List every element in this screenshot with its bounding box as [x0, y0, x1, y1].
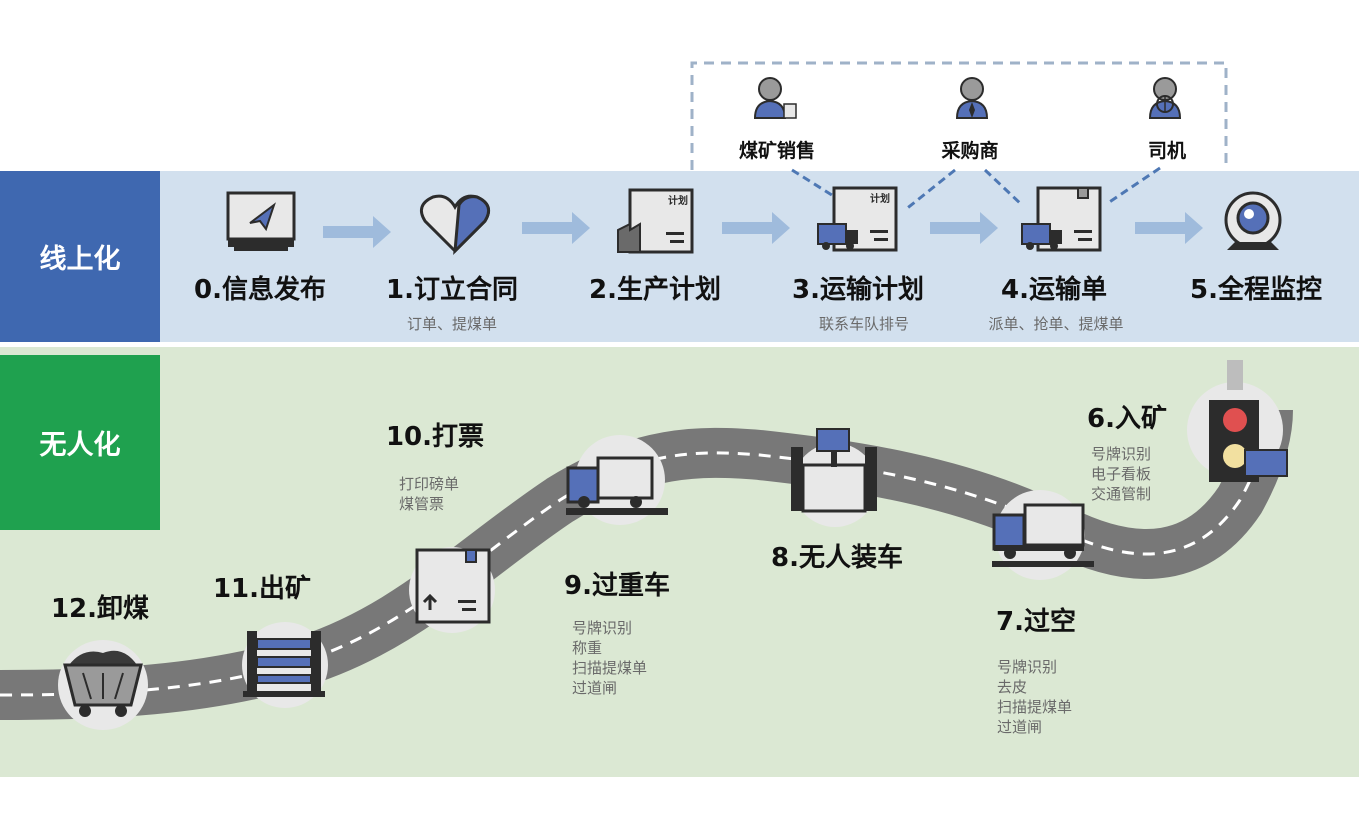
step-title-5: 5.全程监控 — [1190, 275, 1322, 305]
traffic-light-icon — [1187, 360, 1288, 482]
flow-arrows — [323, 212, 1203, 248]
step-sub-3: 联系车队排号 — [818, 315, 910, 333]
step-line: 扫描提煤单 — [572, 659, 648, 677]
coal-cart-icon — [58, 640, 148, 730]
handshake-heart-icon — [419, 194, 491, 255]
step-sub-4: 派单、抢单、提煤单 — [988, 315, 1124, 333]
truck-on-scale-icon — [566, 435, 668, 525]
row-label-unmanned: 无人化 — [0, 355, 160, 530]
truck-icon — [992, 490, 1094, 580]
plan-badge: 计划 — [870, 192, 890, 205]
step-title-1: 1.订立合同 — [386, 275, 518, 305]
step-line: 煤管票 — [399, 495, 445, 513]
webcam-icon — [1224, 191, 1282, 250]
plan-box-truck-icon: 计划 — [817, 186, 898, 252]
step-line: 电子看板 — [1091, 465, 1152, 483]
role-label-buyer: 采购商 — [941, 140, 999, 162]
step-title-6: 6.入矿 — [1087, 404, 1167, 434]
step-sub-1: 订单、提煤单 — [406, 315, 498, 333]
step-lines-6: 号牌识别 电子看板 交通管制 — [1091, 444, 1151, 504]
box-truck-icon — [1021, 186, 1102, 252]
step-lines-9: 号牌识别 称重 扫描提煤单 过道闸 — [572, 618, 647, 698]
step-title-10: 10.打票 — [385, 422, 485, 452]
step-line: 打印磅单 — [399, 475, 460, 493]
ticket-box-icon — [409, 547, 495, 633]
step-title-4: 4.运输单 — [1001, 275, 1107, 305]
step-line: 号牌识别 — [1091, 445, 1152, 463]
step-title-0: 0.信息发布 — [194, 275, 326, 305]
step-title-11: 11.出矿 — [212, 574, 312, 604]
step-lines-10: 打印磅单 煤管票 — [399, 474, 459, 514]
step-line: 去皮 — [997, 678, 1028, 696]
role-label-driver: 司机 — [1147, 140, 1187, 162]
role-connectors — [791, 166, 1161, 212]
step-title-9: 9.过重车 — [564, 571, 670, 601]
monitor-paper-plane-icon — [226, 191, 296, 251]
plan-badge: 计划 — [668, 194, 688, 207]
step-line: 交通管制 — [1091, 485, 1152, 503]
role-label-coal-sales: 煤矿销售 — [738, 140, 816, 162]
step-line: 称重 — [572, 639, 603, 657]
step-line: 号牌识别 — [572, 619, 633, 637]
step-title-12: 12.卸煤 — [50, 594, 150, 624]
step-title-7: 7.过空 — [996, 607, 1076, 637]
loading-station-icon — [791, 428, 877, 527]
step-title-8: 8.无人装车 — [771, 543, 903, 573]
step-line: 过道闸 — [572, 679, 618, 697]
driver-person-icon — [1148, 77, 1182, 119]
coal-sales-person-icon — [753, 77, 797, 119]
step-line: 扫描提煤单 — [997, 698, 1073, 716]
row-label-online: 线上化 — [0, 171, 160, 342]
step-line: 号牌识别 — [997, 658, 1058, 676]
plan-box-factory-icon: 计划 — [617, 188, 694, 254]
step-title-2: 2.生产计划 — [589, 275, 721, 305]
buyer-person-icon — [955, 77, 989, 119]
step-title-3: 3.运输计划 — [792, 275, 924, 305]
gate-icon — [242, 622, 328, 708]
step-lines-7: 号牌识别 去皮 扫描提煤单 过道闸 — [997, 657, 1072, 737]
step-line: 过道闸 — [997, 718, 1043, 736]
roles-box — [690, 61, 1228, 170]
